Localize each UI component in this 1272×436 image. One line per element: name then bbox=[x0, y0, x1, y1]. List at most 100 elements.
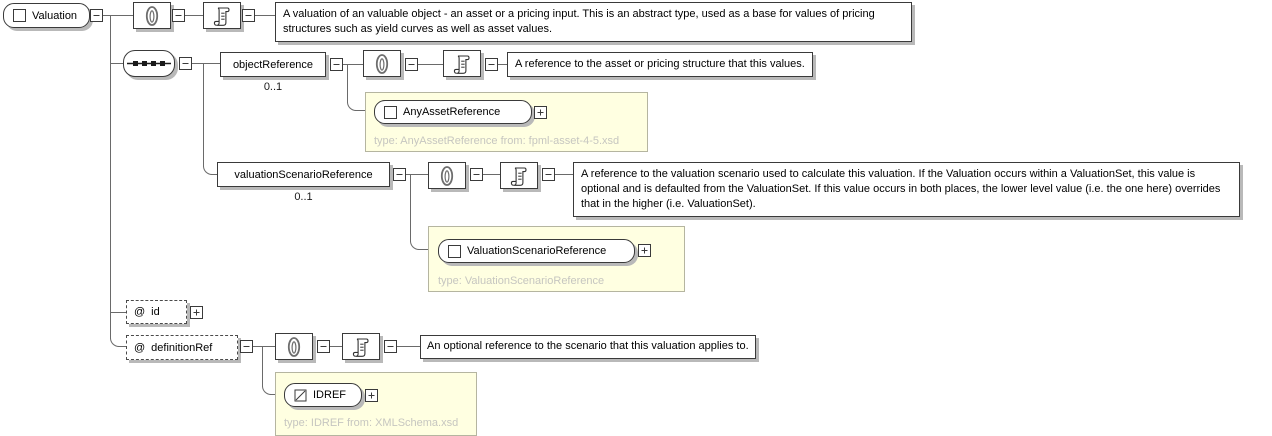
type-note: type: ValuationScenarioReference bbox=[438, 275, 605, 287]
plus-icon bbox=[537, 109, 544, 116]
attribute-label: definitionRef bbox=[151, 341, 213, 354]
collapse-button[interactable] bbox=[172, 9, 185, 22]
collapse-button[interactable] bbox=[240, 340, 253, 353]
cardinality-label: 0..1 bbox=[263, 81, 283, 93]
type-note: type: IDREF from: XMLSchema.xsd bbox=[284, 417, 459, 429]
paperclip-icon bbox=[440, 165, 454, 186]
type-note: type: AnyAssetReference from: fpml-asset… bbox=[374, 135, 620, 147]
documentation-text[interactable]: An optional reference to the scenario th… bbox=[420, 335, 756, 359]
expand-button[interactable] bbox=[638, 244, 651, 257]
connector-line bbox=[118, 346, 126, 347]
collapse-button[interactable] bbox=[405, 58, 418, 71]
connector-line bbox=[110, 312, 126, 313]
connector-line bbox=[397, 346, 420, 347]
type-node-label: IDREF bbox=[313, 389, 346, 401]
minus-icon bbox=[320, 346, 327, 347]
documentation-indicator bbox=[500, 162, 538, 189]
type-node-label: ValuationScenarioReference bbox=[467, 245, 607, 257]
collapse-button[interactable] bbox=[542, 168, 555, 181]
documentation-indicator bbox=[203, 2, 241, 29]
sequence-dots-icon bbox=[127, 61, 171, 66]
connector-line bbox=[262, 346, 263, 387]
plus-icon bbox=[193, 309, 200, 316]
connector-line bbox=[211, 174, 218, 175]
annotation-indicator bbox=[275, 333, 313, 360]
minus-icon bbox=[245, 15, 252, 16]
minus-icon bbox=[396, 174, 403, 175]
element-label: Valuation bbox=[32, 9, 78, 22]
expand-button[interactable] bbox=[534, 106, 547, 119]
element-label: valuationScenarioReference bbox=[234, 168, 373, 181]
complex-type-icon bbox=[384, 105, 397, 119]
documentation-text[interactable]: A reference to the asset or pricing stru… bbox=[507, 52, 813, 77]
complex-type-icon bbox=[448, 244, 461, 258]
connector-line bbox=[203, 63, 204, 167]
collapse-button[interactable] bbox=[179, 57, 192, 70]
connector-line bbox=[498, 64, 507, 65]
sequence-indicator[interactable] bbox=[123, 50, 175, 77]
collapse-button[interactable] bbox=[485, 58, 498, 71]
collapse-button[interactable] bbox=[470, 168, 483, 181]
attribute-definitionref[interactable]: @ definitionRef bbox=[126, 335, 238, 360]
documentation-text[interactable]: A valuation of an valuable object - an a… bbox=[275, 2, 912, 42]
collapse-button[interactable] bbox=[242, 9, 255, 22]
connector-line bbox=[255, 15, 275, 16]
collapse-button[interactable] bbox=[90, 9, 103, 22]
annotation-indicator bbox=[428, 162, 466, 189]
collapse-button[interactable] bbox=[317, 340, 330, 353]
type-node-valuationscenarioreference[interactable]: ValuationScenarioReference bbox=[438, 239, 635, 263]
expand-button[interactable] bbox=[190, 306, 203, 319]
type-node-label: AnyAssetReference bbox=[403, 106, 501, 118]
minus-icon bbox=[182, 63, 189, 64]
minus-icon bbox=[243, 346, 250, 347]
plus-icon bbox=[368, 392, 375, 399]
connector-line bbox=[253, 346, 275, 347]
element-valuation[interactable]: Valuation bbox=[3, 3, 90, 28]
connector-line bbox=[103, 15, 133, 16]
attribute-id[interactable]: @ id bbox=[126, 300, 187, 324]
connector-line bbox=[555, 174, 573, 175]
minus-icon bbox=[473, 174, 480, 175]
expand-button[interactable] bbox=[365, 389, 378, 402]
at-icon: @ bbox=[134, 306, 146, 318]
connector-line bbox=[110, 63, 123, 64]
collapse-button[interactable] bbox=[393, 168, 406, 181]
connector-line bbox=[343, 64, 363, 65]
connector-line bbox=[418, 249, 437, 250]
complex-type-icon bbox=[13, 9, 26, 22]
type-area-idref: IDREF type: IDREF from: XMLSchema.xsd bbox=[275, 372, 477, 436]
documentation-text[interactable]: A reference to the valuation scenario us… bbox=[573, 162, 1240, 217]
type-node-idref[interactable]: IDREF bbox=[284, 383, 362, 407]
minus-icon bbox=[333, 64, 340, 65]
minus-icon bbox=[93, 15, 100, 16]
minus-icon bbox=[488, 64, 495, 65]
connector-line bbox=[410, 174, 411, 242]
connector-line bbox=[355, 110, 373, 111]
connector-line bbox=[185, 15, 203, 16]
paperclip-icon bbox=[145, 5, 159, 26]
collapse-button[interactable] bbox=[330, 58, 343, 71]
plus-icon bbox=[641, 247, 648, 254]
connector-line bbox=[483, 174, 500, 175]
connector-line bbox=[192, 63, 220, 64]
type-area-anyassetreference: AnyAssetReference type: AnyAssetReferenc… bbox=[365, 92, 648, 152]
connector-line bbox=[110, 15, 111, 339]
element-objectreference[interactable]: objectReference bbox=[220, 52, 326, 77]
annotation-indicator bbox=[363, 50, 401, 77]
cardinality-label: 0..1 bbox=[294, 191, 313, 203]
element-valuationscenarioreference[interactable]: valuationScenarioReference bbox=[217, 162, 390, 187]
documentation-indicator bbox=[342, 333, 380, 360]
documentation-indicator bbox=[443, 50, 481, 77]
connector-line bbox=[418, 64, 443, 65]
paperclip-icon bbox=[375, 53, 389, 74]
element-label: objectReference bbox=[232, 58, 314, 71]
annotation-indicator bbox=[133, 2, 171, 29]
connector-line bbox=[406, 174, 428, 175]
minus-icon bbox=[545, 174, 552, 175]
type-node-anyassetreference[interactable]: AnyAssetReference bbox=[374, 100, 532, 124]
minus-icon bbox=[408, 64, 415, 65]
simple-type-icon bbox=[294, 389, 307, 401]
at-icon: @ bbox=[134, 341, 146, 354]
collapse-button[interactable] bbox=[384, 340, 397, 353]
scroll-icon bbox=[453, 54, 470, 74]
